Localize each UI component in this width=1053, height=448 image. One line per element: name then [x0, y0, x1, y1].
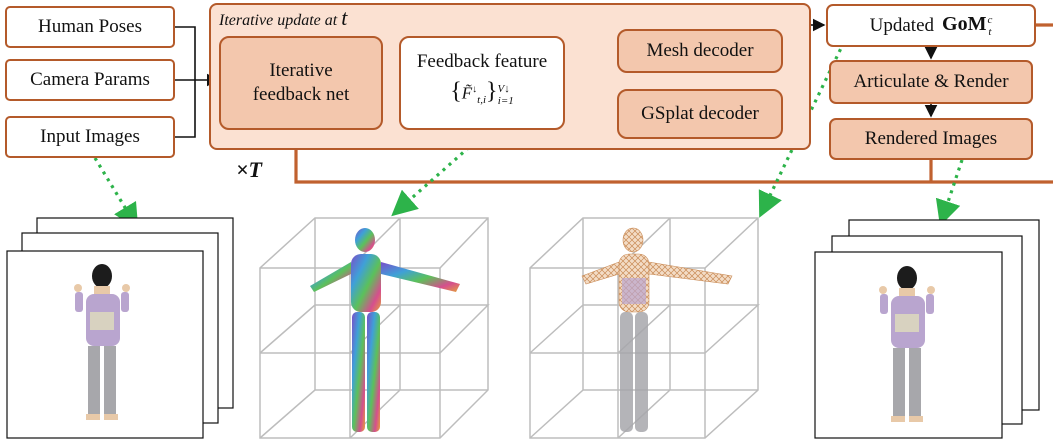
mesh-decoder-label: Mesh decoder — [646, 40, 754, 61]
iterations-label: ×T — [236, 157, 262, 182]
mesh-avatar — [581, 227, 733, 432]
rendered-images-box: Rendered Images — [829, 118, 1033, 160]
gsplat-decoder-label: GSplat decoder — [641, 103, 759, 124]
camera-params-box: Camera Params — [5, 59, 175, 101]
person-figure-rendered — [879, 266, 935, 422]
input-images-box: Input Images — [5, 116, 175, 158]
updated-gom-prefix: Updated — [869, 14, 935, 36]
iterative-update-title: Iterative update at t — [219, 5, 347, 31]
updated-gom-name: GoM — [942, 13, 987, 36]
gsplat-decoder-box: GSplat decoder — [617, 89, 783, 139]
human-poses-label: Human Poses — [38, 16, 142, 37]
articulate-render-label: Articulate & Render — [853, 71, 1009, 92]
camera-params-label: Camera Params — [30, 69, 150, 90]
mesh-decoder-box: Mesh decoder — [617, 29, 783, 73]
feedback-feature-math: {F̃↓t,i}V↓i=1 — [450, 79, 514, 107]
dotted-correspondence-arrows — [93, 41, 964, 230]
updated-gom-sub: t — [988, 25, 992, 38]
rendered-images-label: Rendered Images — [864, 128, 998, 149]
rendered-images-stack — [814, 219, 1040, 439]
textured-avatar — [310, 228, 460, 432]
iterative-update-title-text: Iterative update at — [219, 12, 338, 29]
articulate-render-box: Articulate & Render — [829, 60, 1033, 104]
person-figure-input — [74, 264, 130, 420]
updated-gom-sup: c — [987, 13, 993, 26]
feedback-feature-box: Feedback feature {F̃↓t,i}V↓i=1 — [399, 36, 565, 130]
feedback-feature-label: Feedback feature — [416, 51, 548, 73]
iterative-feedback-net-box: Iterative feedback net — [219, 36, 383, 130]
iterative-update-title-var: t — [341, 5, 348, 30]
input-images-label: Input Images — [40, 126, 140, 147]
input-images-stack — [6, 217, 234, 439]
iterative-feedback-net-label: Iterative feedback net — [252, 60, 350, 105]
human-poses-box: Human Poses — [5, 6, 175, 48]
